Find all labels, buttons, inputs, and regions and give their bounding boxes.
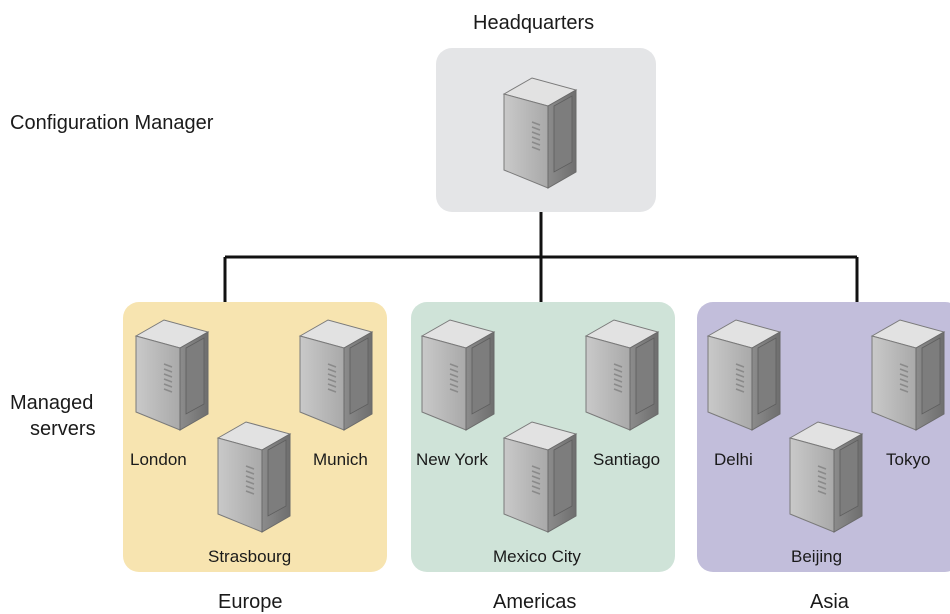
managed-servers-label-line2: servers xyxy=(30,418,96,440)
city-label-santiago: Santiago xyxy=(593,450,661,469)
headquarters-title: Headquarters xyxy=(473,12,595,34)
city-label-beijing: Beijing xyxy=(791,547,843,566)
region-label-europe: Europe xyxy=(218,591,283,613)
city-label-new-york: New York xyxy=(416,450,488,469)
city-label-mexico-city: Mexico City xyxy=(493,547,581,566)
server-tower-icon xyxy=(502,416,578,534)
city-label-munich: Munich xyxy=(313,450,368,469)
server-tower-icon xyxy=(788,416,864,534)
city-label-delhi: Delhi xyxy=(714,450,753,469)
configuration-manager-label: Configuration Manager xyxy=(10,112,214,134)
region-label-americas: Americas xyxy=(493,591,577,613)
city-label-tokyo: Tokyo xyxy=(886,450,931,469)
managed-servers-label-line1: Managed xyxy=(10,392,94,414)
server-tower-icon xyxy=(870,314,946,432)
region-label-asia: Asia xyxy=(810,591,849,613)
server-tower-icon xyxy=(134,314,210,432)
server-tower-icon xyxy=(216,416,292,534)
server-tower-icon xyxy=(420,314,496,432)
city-label-strasbourg: Strasbourg xyxy=(208,547,292,566)
server-tower-icon xyxy=(298,314,374,432)
server-tower-icon xyxy=(502,72,578,190)
server-tower-icon xyxy=(584,314,660,432)
server-tower-icon xyxy=(706,314,782,432)
city-label-london: London xyxy=(130,450,187,469)
